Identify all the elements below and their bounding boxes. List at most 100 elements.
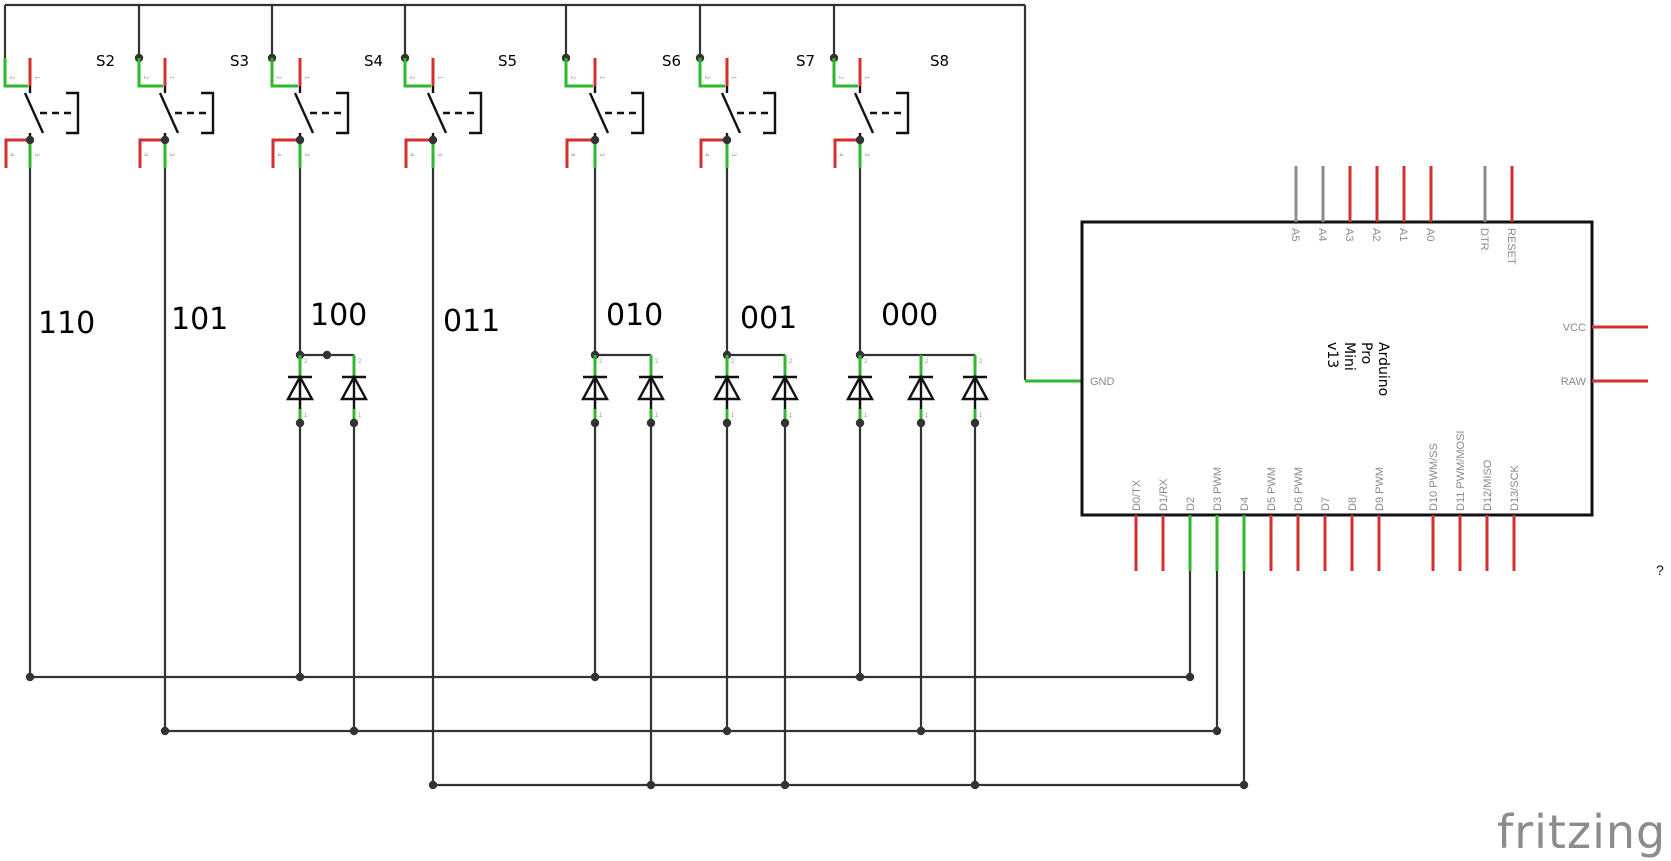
switch-pin-number: 3 (33, 153, 39, 157)
top-pin-label: A2 (1370, 228, 1382, 241)
switch-pin-number: 4 (703, 153, 709, 157)
switch-pin-number: 2 (837, 76, 843, 80)
switch-node (722, 135, 732, 145)
switch-pin-number: 2 (703, 76, 709, 80)
diode-pin-number: 2 (979, 359, 983, 365)
top-pin-label: A1 (1397, 228, 1409, 241)
diode: 21 (339, 355, 369, 428)
bus-junction-node (722, 726, 732, 736)
bottom-pin-label: D8 (1347, 497, 1359, 511)
diode-node (590, 418, 600, 428)
switch-pin-2 (832, 58, 858, 88)
bus-junction-node (25, 672, 35, 682)
switch-bracket (631, 91, 645, 135)
diode-pin-number: 1 (599, 413, 603, 419)
switch-pin-number: 3 (598, 153, 604, 157)
board-name-line: v13 (1324, 342, 1340, 368)
bus-junction-node (1239, 780, 1249, 790)
code-label: 010 (606, 298, 663, 333)
diode: 21 (580, 355, 610, 428)
top-pin-label: A5 (1289, 228, 1301, 241)
diode: 21 (636, 355, 666, 428)
switch-node (160, 135, 170, 145)
diode: 21 (960, 355, 990, 428)
switch-pin-number: 4 (837, 153, 843, 157)
switch-bracket (201, 91, 215, 135)
switch-node (855, 135, 865, 145)
switch-pin-2 (564, 58, 593, 88)
bottom-pin-label: D5 PWM (1266, 467, 1278, 511)
code-label: 101 (171, 302, 228, 337)
diode-pin-number: 2 (655, 359, 659, 365)
diode: 21 (770, 355, 800, 428)
switch-pin-number: 1 (436, 76, 442, 80)
switch-label: S5 (498, 52, 517, 70)
switch-pin-number: 2 (569, 76, 575, 80)
top-pin-label: DTR (1478, 228, 1490, 251)
diode-pin-number: 2 (789, 359, 793, 365)
switch-pin-number: 1 (863, 76, 869, 80)
switch-pin-number: 2 (142, 76, 148, 80)
right-pin-label: VCC (1563, 322, 1586, 334)
switch-lever (853, 92, 875, 134)
right-pin-label: RAW (1561, 376, 1587, 388)
diode-pin-number: 2 (925, 359, 929, 365)
push-button-switch: 2 1 4 3 S5 (400, 5, 517, 168)
switch-label: S2 (96, 52, 115, 70)
switch-lever (23, 92, 45, 134)
diode-pin-number: 2 (358, 359, 362, 365)
switch-node (428, 135, 438, 145)
bus-junction-node (855, 672, 865, 682)
switch-pin-2 (137, 58, 163, 88)
bus-junction-node (970, 780, 980, 790)
bottom-pin-label: D3 PWM (1212, 467, 1224, 511)
switch-bracket (469, 91, 483, 135)
switch-node (25, 135, 35, 145)
switch-pin-2 (270, 58, 298, 88)
gnd-pin-label: GND (1090, 376, 1115, 388)
bottom-pin-label: D1/RX (1158, 478, 1170, 511)
switch-pin-number: 3 (436, 153, 442, 157)
top-pin-label: A4 (1316, 228, 1328, 241)
switch-pin-number: 4 (408, 153, 414, 157)
switch-pin-number: 4 (569, 153, 575, 157)
switch-pin-number: 1 (598, 76, 604, 80)
bottom-pin-label: D13/SCK (1509, 464, 1521, 511)
switch-node (590, 135, 600, 145)
code-label: 011 (443, 304, 500, 339)
diode-pin-number: 1 (731, 413, 735, 419)
switch-pin-number: 1 (730, 76, 736, 80)
switch-pin-4 (699, 138, 727, 168)
diode-node (646, 418, 656, 428)
bus-junction-node (295, 672, 305, 682)
switch-lever (293, 92, 315, 134)
switch-bracket (896, 91, 910, 135)
diode-node (722, 418, 732, 428)
code-label: 100 (310, 298, 367, 333)
diode: 21 (906, 355, 936, 428)
top-pin-label: RESET (1505, 228, 1517, 265)
diode: 21 (712, 355, 742, 428)
switch-pin-number: 4 (8, 153, 14, 157)
bus-junction-node (160, 726, 170, 736)
switch-pin-number: 2 (408, 76, 414, 80)
diode-pin-number: 1 (979, 413, 983, 419)
diode-node (916, 418, 926, 428)
diode-node (855, 418, 865, 428)
diode-pin-number: 2 (864, 359, 868, 365)
switch-pin-4 (404, 138, 433, 168)
bus-junction-node (1185, 672, 1195, 682)
junction-node (322, 350, 332, 360)
bottom-pin-label: D6 PWM (1293, 467, 1305, 511)
diode-pin-number: 1 (789, 413, 793, 419)
diode-pin-number: 1 (925, 413, 929, 419)
switch-label: S7 (796, 52, 815, 70)
diode-node (780, 418, 790, 428)
diode: 21 (285, 355, 315, 428)
switch-lever (158, 92, 180, 134)
switch-node (295, 135, 305, 145)
